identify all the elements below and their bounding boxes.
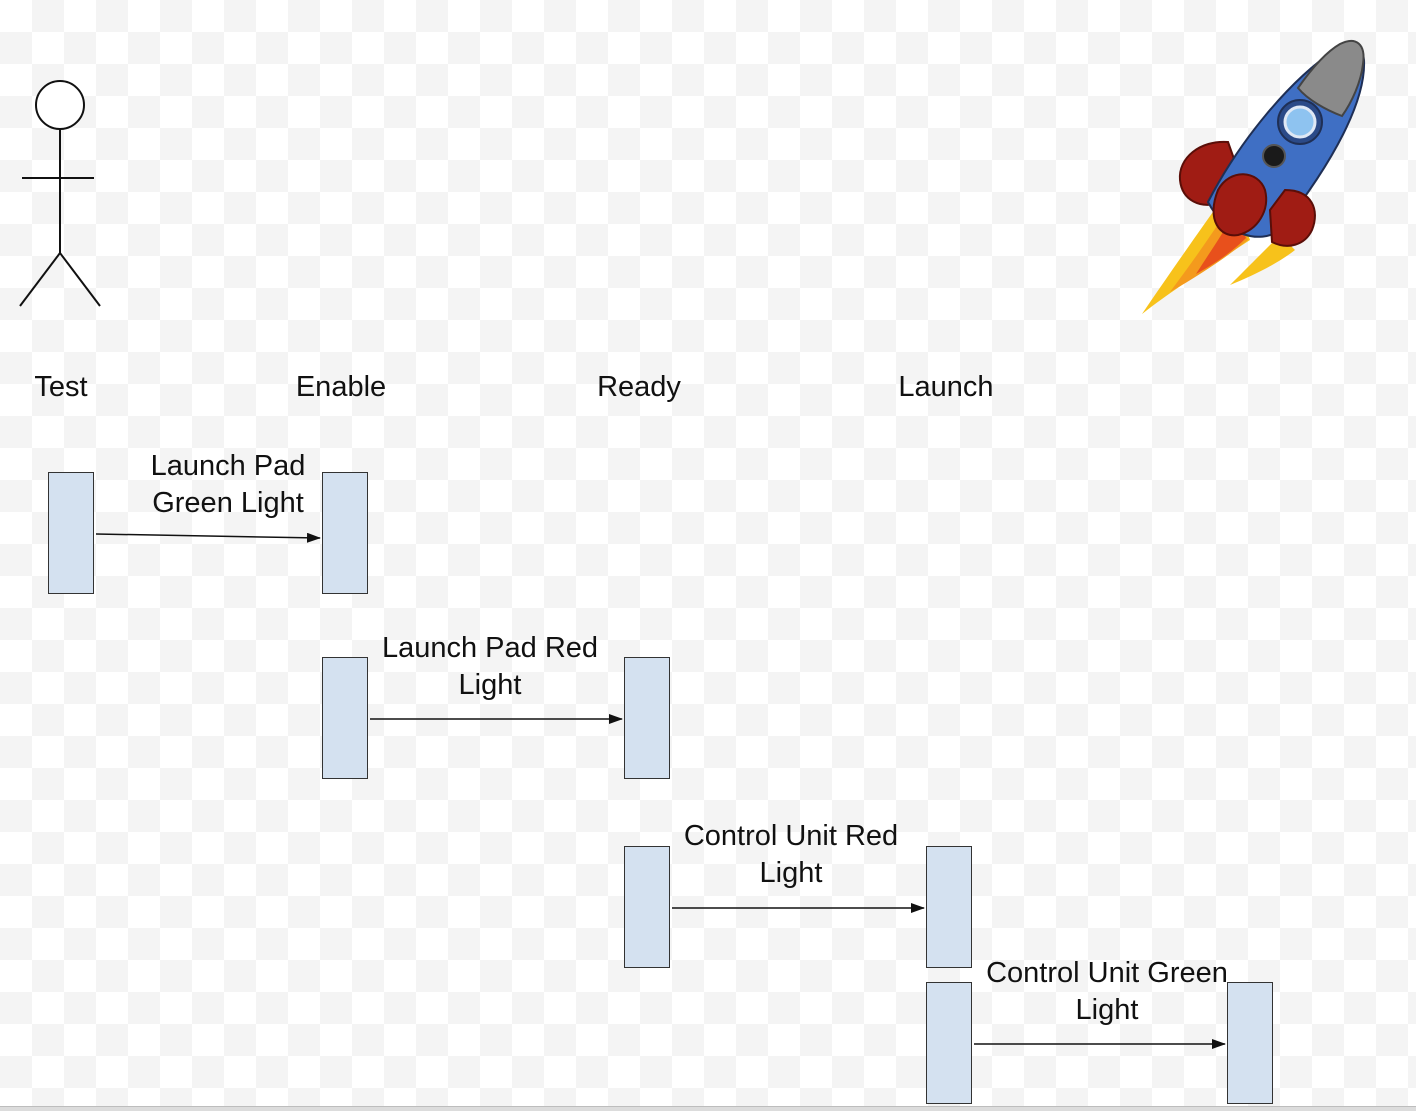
activation-ready-1[interactable]	[624, 657, 670, 779]
message-arrow-1[interactable]	[95, 532, 321, 543]
lane-label-ready: Ready	[597, 371, 681, 403]
stick-figure-icon[interactable]	[14, 78, 108, 312]
lane-label-test: Test	[34, 371, 88, 403]
activation-launch-2[interactable]	[926, 982, 972, 1104]
lane-label-enable: Enable	[295, 371, 387, 403]
lane-label-launch: Launch	[898, 371, 994, 403]
activation-end-1[interactable]	[1227, 982, 1273, 1104]
activation-launch-1[interactable]	[926, 846, 972, 968]
rocket-icon[interactable]	[1130, 30, 1380, 325]
message-label-4: Control Unit Green Light	[986, 957, 1228, 1026]
activation-enable-1[interactable]	[322, 472, 368, 594]
activation-ready-2[interactable]	[624, 846, 670, 968]
message-label-1: Launch Pad Green Light	[150, 450, 306, 519]
message-label-2: Launch Pad Red Light	[381, 632, 599, 701]
canvas-bottom-border	[0, 1106, 1416, 1111]
activation-test-1[interactable]	[48, 472, 94, 594]
activation-enable-2[interactable]	[322, 657, 368, 779]
message-label-3: Control Unit Red Light	[683, 820, 899, 889]
